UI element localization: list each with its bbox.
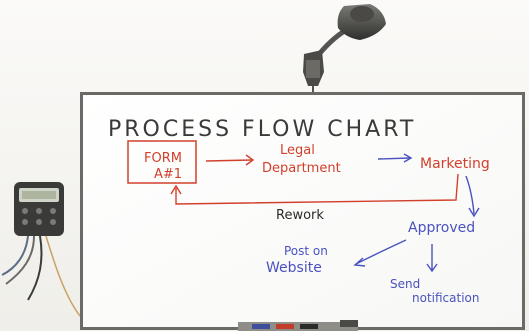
approved-label: Approved <box>408 220 475 236</box>
whiteboard <box>80 92 525 331</box>
arrow-legal-to-marketing <box>377 153 413 163</box>
arrow-rework-loop <box>170 173 459 205</box>
arrow-approved-to-website <box>353 239 407 267</box>
legal-label-line1: Legal <box>280 143 315 158</box>
arrow-approved-to-notification <box>426 244 438 273</box>
post-label-line2: Website <box>266 260 322 276</box>
flowchart-title: PROCESS FLOW CHART <box>108 117 416 142</box>
wall-control-box <box>1 182 81 317</box>
form-label-line2: A#1 <box>154 167 182 182</box>
arrow-marketing-to-approved <box>465 175 480 218</box>
post-label-line1: Post on <box>284 244 328 258</box>
rework-label: Rework <box>276 208 324 223</box>
send-label-line1: Send <box>390 277 420 291</box>
send-label-line2: notification <box>412 291 479 305</box>
legal-label-line2: Department <box>262 161 341 176</box>
form-box <box>127 140 197 184</box>
form-label-line1: FORM <box>144 151 182 166</box>
arrow-form-to-legal <box>205 154 255 166</box>
marketing-label: Marketing <box>420 156 490 172</box>
